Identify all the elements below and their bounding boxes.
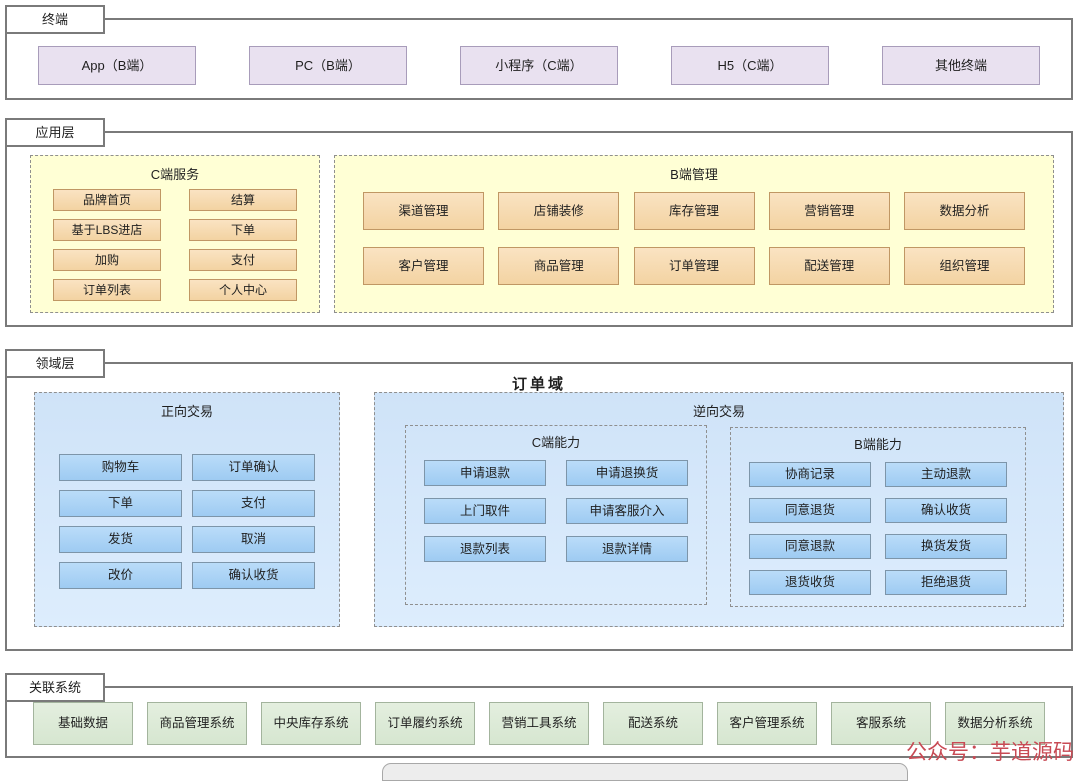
c-service-order-list: 订单列表	[53, 279, 161, 301]
sys-data-analysis: 数据分析系统	[945, 702, 1045, 745]
b-management-title: B端管理	[670, 167, 718, 182]
forward-confirm-receipt: 确认收货	[192, 562, 315, 589]
terminal-miniprogram-c: 小程序（C端）	[460, 46, 618, 85]
forward-trade-grid: 购物车 订单确认 下单 支付 发货 取消 改价 确认收货	[35, 454, 339, 589]
b-mgmt-data-analysis: 数据分析	[904, 192, 1025, 230]
c-cap-apply-return-exchange: 申请退换货	[566, 460, 688, 486]
b-capability-grid: 协商记录 主动退款 同意退货 确认收货 同意退款 换货发货 退货收货 拒绝退货	[731, 462, 1025, 595]
b-cap-return-receive: 退货收货	[749, 570, 871, 595]
sys-order-fulfillment: 订单履约系统	[375, 702, 475, 745]
b-mgmt-product: 商品管理	[498, 247, 620, 285]
sys-delivery: 配送系统	[603, 702, 703, 745]
application-layer-tab: 应用层	[5, 118, 105, 147]
c-capability-title: C端能力	[531, 435, 581, 450]
c-service-personal-center: 个人中心	[189, 279, 297, 301]
forward-order-confirm: 订单确认	[192, 454, 315, 481]
domain-layer: 领域层 订单域 正向交易 购物车 订单确认 下单 支付 发货 取消 改价 确认收…	[5, 349, 1073, 651]
b-mgmt-store-decoration: 店铺装修	[498, 192, 620, 230]
b-cap-confirm-receipt: 确认收货	[885, 498, 1007, 523]
forward-trade-title: 正向交易	[160, 404, 213, 419]
c-service-add-to-cart: 加购	[53, 249, 161, 271]
sys-central-inventory: 中央库存系统	[261, 702, 361, 745]
terminal-pc-b: PC（B端）	[249, 46, 407, 85]
c-service-brand-home: 品牌首页	[53, 189, 161, 211]
c-services-grid: 品牌首页 结算 基于LBS进店 下单 加购 支付 订单列表 个人中心	[31, 189, 319, 301]
sys-base-data: 基础数据	[33, 702, 133, 745]
c-services-title: C端服务	[150, 167, 200, 182]
terminal-row: App（B端） PC（B端） 小程序（C端） H5（C端） 其他终端	[7, 20, 1071, 85]
related-systems-layer: 关联系统 基础数据 商品管理系统 中央库存系统 订单履约系统 营销工具系统 配送…	[5, 673, 1073, 758]
sys-marketing-tools: 营销工具系统	[489, 702, 589, 745]
b-mgmt-marketing: 营销管理	[768, 192, 890, 230]
forward-shopping-cart: 购物车	[59, 454, 182, 481]
terminal-other: 其他终端	[882, 46, 1040, 85]
c-capability-grid: 申请退款 申请退换货 上门取件 申请客服介入 退款列表 退款详情	[406, 460, 706, 562]
b-cap-negotiation-record: 协商记录	[749, 462, 871, 487]
c-cap-refund-list: 退款列表	[424, 536, 546, 562]
b-mgmt-inventory: 库存管理	[633, 192, 755, 230]
b-cap-agree-refund: 同意退款	[749, 534, 871, 559]
b-mgmt-order: 订单管理	[633, 247, 755, 285]
forward-trade-panel: 正向交易 购物车 订单确认 下单 支付 发货 取消 改价 确认收货	[34, 392, 340, 627]
b-capability-panel: B端能力 协商记录 主动退款 同意退货 确认收货 同意退款 换货发货 退货收货 …	[730, 427, 1026, 607]
forward-price-change: 改价	[59, 562, 182, 589]
related-systems-row: 基础数据 商品管理系统 中央库存系统 订单履约系统 营销工具系统 配送系统 客户…	[7, 688, 1071, 745]
forward-place-order: 下单	[59, 490, 182, 517]
watermark-text: 公众号：芋道源码	[906, 740, 1074, 764]
b-management-panel: B端管理 渠道管理 店铺装修 库存管理 营销管理 数据分析 客户管理 商品管理 …	[334, 155, 1054, 313]
related-systems-tab: 关联系统	[5, 673, 105, 702]
b-cap-proactive-refund: 主动退款	[885, 462, 1007, 487]
c-cap-refund-detail: 退款详情	[566, 536, 688, 562]
b-mgmt-channel: 渠道管理	[363, 192, 484, 230]
forward-cancel: 取消	[192, 526, 315, 553]
forward-pay: 支付	[192, 490, 315, 517]
c-cap-door-pickup: 上门取件	[424, 498, 546, 524]
terminal-h5-c: H5（C端）	[671, 46, 829, 85]
c-cap-apply-refund: 申请退款	[424, 460, 546, 486]
b-cap-agree-return: 同意退货	[749, 498, 871, 523]
sys-customer-service: 客服系统	[831, 702, 931, 745]
c-capability-panel: C端能力 申请退款 申请退换货 上门取件 申请客服介入 退款列表 退款详情	[405, 425, 707, 605]
c-service-place-order: 下单	[189, 219, 297, 241]
terminal-app-b: App（B端）	[38, 46, 196, 85]
c-services-panel: C端服务 品牌首页 结算 基于LBS进店 下单 加购 支付 订单列表 个人中心	[30, 155, 320, 313]
b-management-grid: 渠道管理 店铺装修 库存管理 营销管理 数据分析 客户管理 商品管理 订单管理 …	[335, 192, 1053, 285]
c-service-checkout: 结算	[189, 189, 297, 211]
c-service-lbs-store-entry: 基于LBS进店	[53, 219, 161, 241]
terminal-layer: 终端 App（B端） PC（B端） 小程序（C端） H5（C端） 其他终端	[5, 5, 1073, 100]
b-mgmt-delivery: 配送管理	[768, 247, 890, 285]
c-cap-apply-cs-intervention: 申请客服介入	[566, 498, 688, 524]
reverse-trade-title: 逆向交易	[692, 404, 745, 419]
sys-product-mgmt: 商品管理系统	[147, 702, 247, 745]
forward-ship: 发货	[59, 526, 182, 553]
bottom-partial-bar	[382, 763, 908, 781]
b-cap-reject-return: 拒绝退货	[885, 570, 1007, 595]
b-capability-title: B端能力	[854, 437, 902, 452]
terminal-layer-tab: 终端	[5, 5, 105, 34]
c-service-payment: 支付	[189, 249, 297, 271]
application-layer: 应用层 C端服务 品牌首页 结算 基于LBS进店 下单 加购 支付 订单列表 个…	[5, 118, 1073, 327]
reverse-trade-panel: 逆向交易 C端能力 申请退款 申请退换货 上门取件 申请客服介入 退款列表 退款…	[374, 392, 1064, 627]
b-cap-exchange-ship: 换货发货	[885, 534, 1007, 559]
domain-layer-tab: 领域层	[5, 349, 105, 378]
sys-customer-mgmt: 客户管理系统	[717, 702, 817, 745]
b-mgmt-customer: 客户管理	[363, 247, 484, 285]
order-domain-title: 订单域	[511, 376, 566, 393]
b-mgmt-organization: 组织管理	[904, 247, 1025, 285]
